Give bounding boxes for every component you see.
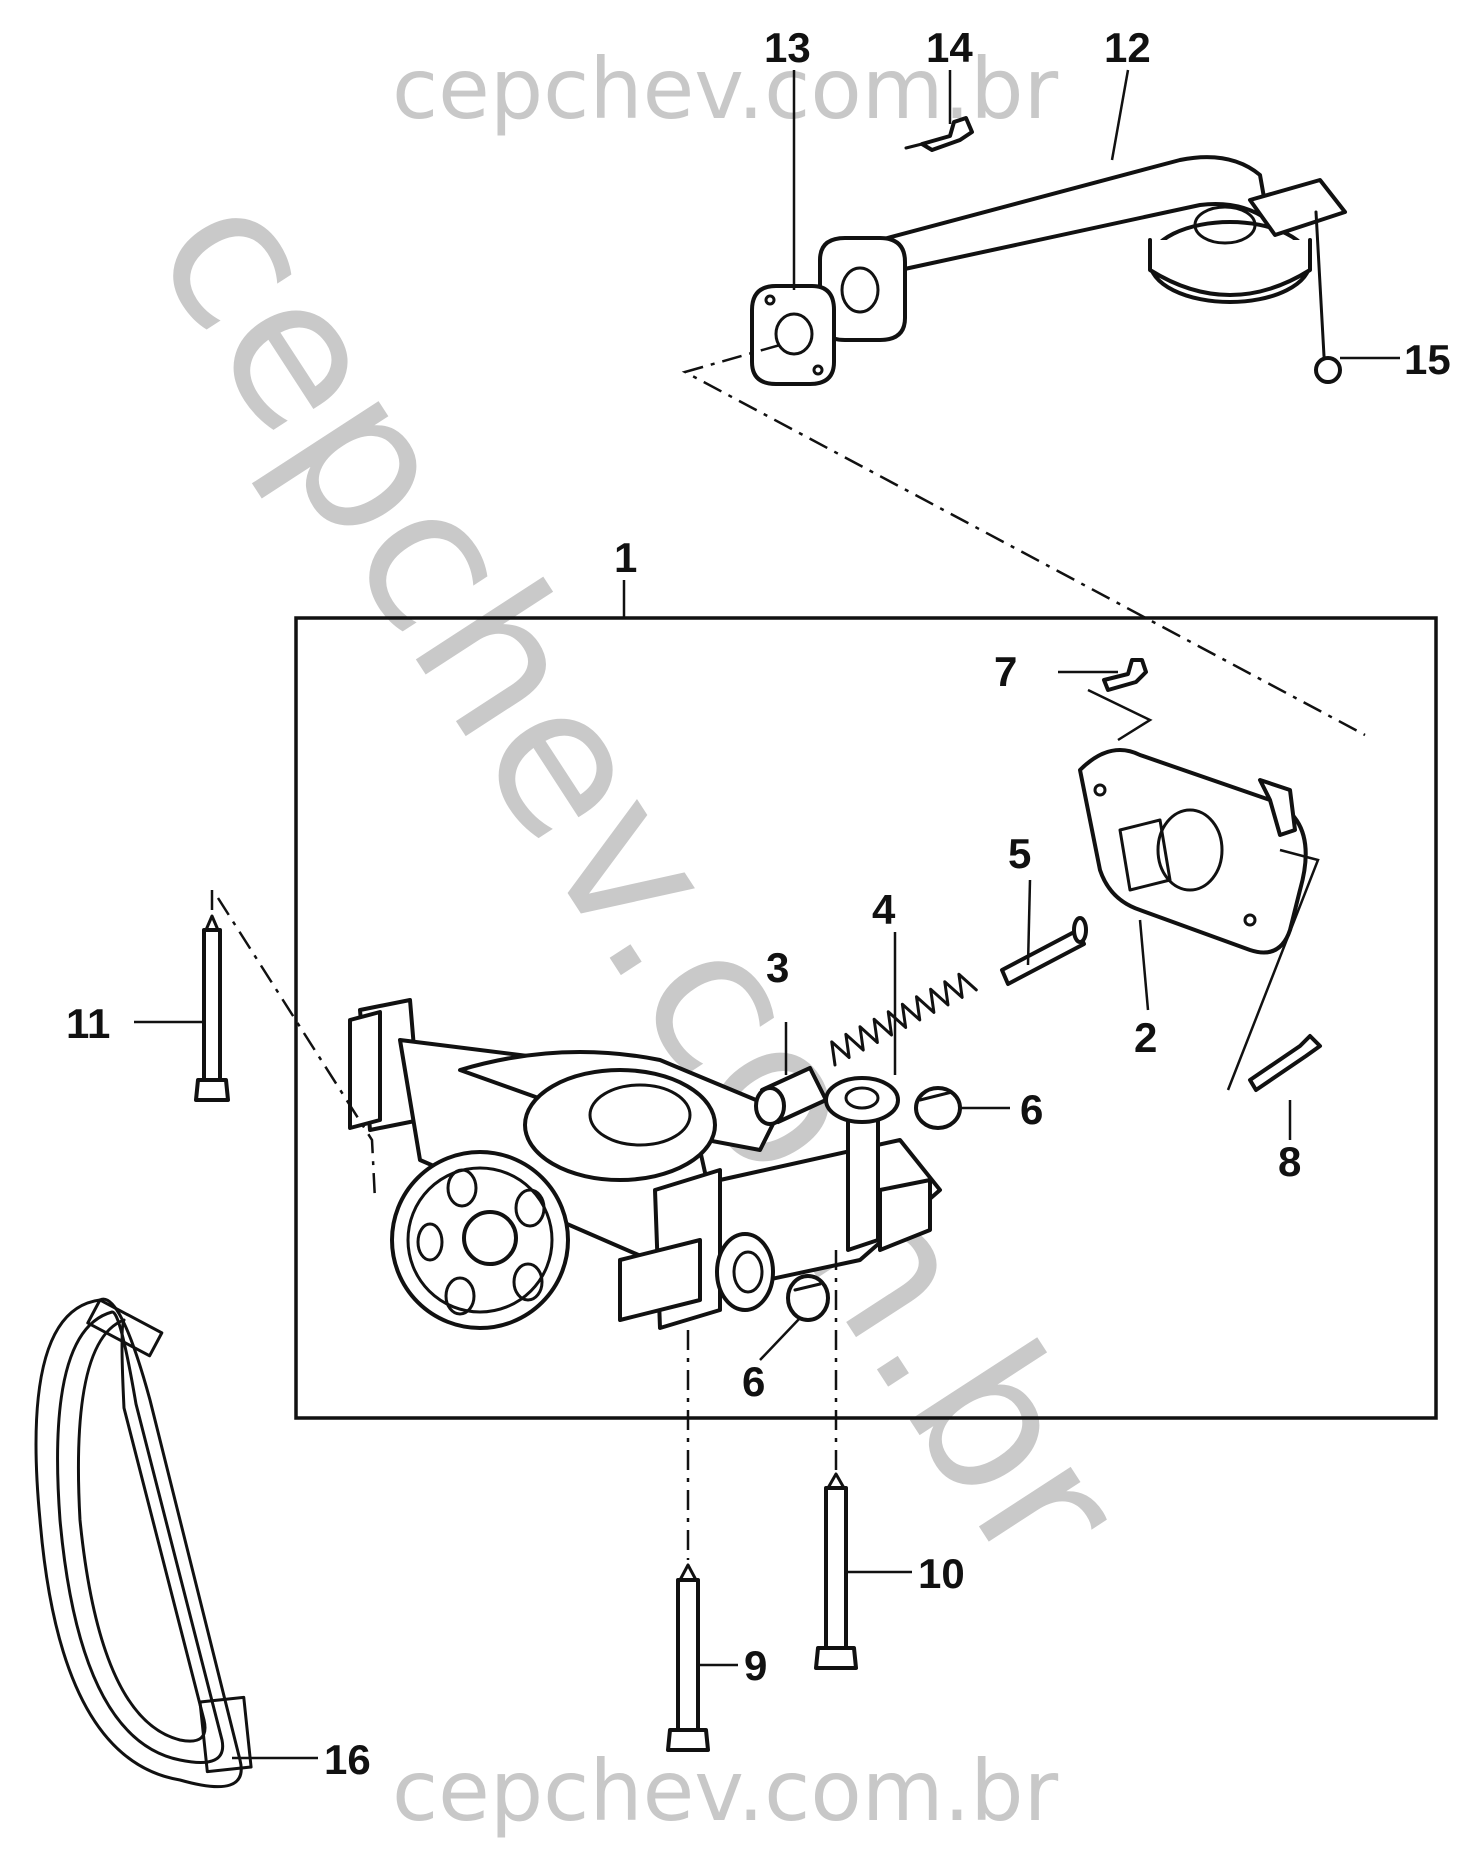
callout-4: 4 xyxy=(872,886,896,933)
leader-lines xyxy=(134,69,1400,1760)
watermark-bottom: cepchev.com.br xyxy=(392,1742,1059,1840)
callout-12: 12 xyxy=(1104,24,1151,71)
timing-chain xyxy=(34,1297,253,1789)
alignment-line-11 xyxy=(210,890,377,1201)
callout-9: 9 xyxy=(744,1642,767,1689)
pump-bolt-11 xyxy=(194,914,230,1102)
assembly-frame xyxy=(294,580,1438,1420)
bracket-bolt xyxy=(1314,210,1342,384)
callout-13: 13 xyxy=(764,24,811,71)
callout-labels: 1 2 3 4 5 6 6 7 8 9 10 11 12 13 14 15 16 xyxy=(66,24,1451,1783)
oil-pickup-tube xyxy=(818,155,1347,342)
relief-valve-pin xyxy=(1000,916,1088,986)
callout-7: 7 xyxy=(994,648,1017,695)
pump-bolt-9 xyxy=(666,1563,710,1752)
plug-upper xyxy=(914,1086,962,1130)
callout-11: 11 xyxy=(66,1000,110,1047)
pickup-gasket xyxy=(750,284,836,386)
callout-2: 2 xyxy=(1134,1014,1157,1061)
callout-6-lower: 6 xyxy=(742,1358,765,1405)
callout-10: 10 xyxy=(918,1550,965,1597)
pump-cover xyxy=(1078,748,1308,955)
watermark-top: cepchev.com.br xyxy=(392,40,1059,138)
oil-pump-body xyxy=(348,998,942,1330)
callout-5: 5 xyxy=(1008,830,1031,877)
relief-valve-spring xyxy=(830,972,978,1067)
cover-bolt-upper xyxy=(1087,658,1153,742)
pickup-bolt xyxy=(904,116,974,152)
pump-sprocket xyxy=(390,1150,570,1330)
relief-valve-plunger xyxy=(754,1066,828,1126)
callout-14: 14 xyxy=(926,24,973,71)
callout-6-right: 6 xyxy=(1020,1086,1043,1133)
callout-15: 15 xyxy=(1404,336,1451,383)
pump-bolt-10 xyxy=(814,1472,858,1670)
watermark-diagonal: cepchev.com.br xyxy=(110,149,1170,1607)
callout-3: 3 xyxy=(766,944,789,991)
callout-16: 16 xyxy=(324,1736,371,1783)
cover-bolt-lower xyxy=(1226,848,1322,1092)
plug-lower xyxy=(786,1274,830,1322)
callout-8: 8 xyxy=(1278,1138,1301,1185)
relation-line-pickup xyxy=(681,343,1366,737)
callout-1: 1 xyxy=(614,534,637,581)
